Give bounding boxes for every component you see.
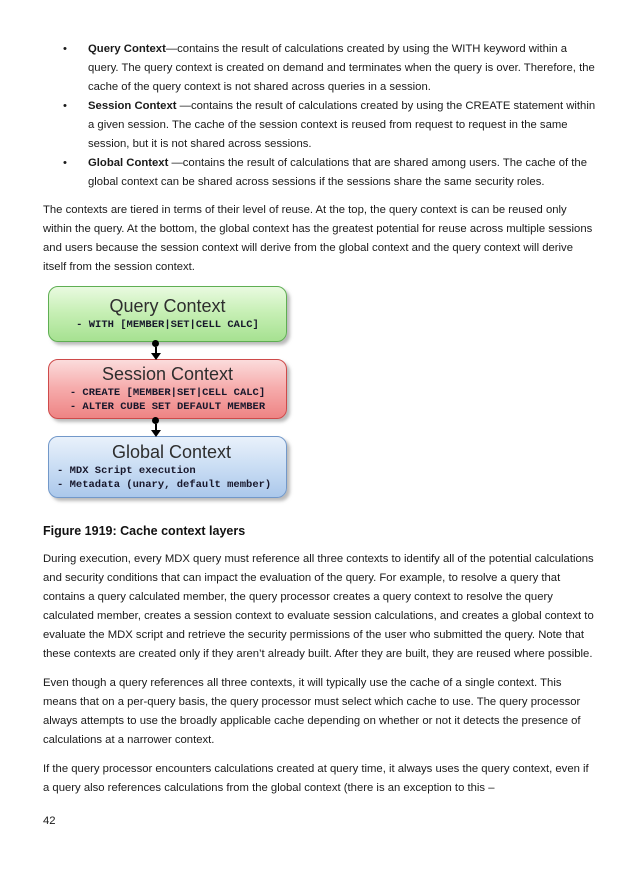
session-context-code-line: - CREATE [MEMBER|SET|CELL CALC] bbox=[69, 387, 266, 399]
bullet-glyph: • bbox=[63, 43, 67, 55]
connector-stem bbox=[154, 424, 157, 430]
paragraph-if-query-processor: If the query processor encounters calcul… bbox=[43, 763, 589, 794]
paragraph-contexts-tiered: The contexts are tiered in terms of thei… bbox=[43, 204, 593, 273]
arrow-down-icon bbox=[150, 430, 161, 437]
page-number: 42 bbox=[43, 815, 56, 827]
session-context-box: Session Context - CREATE [MEMBER|SET|CEL… bbox=[48, 359, 287, 419]
bullet-glyph: • bbox=[63, 157, 67, 169]
bullet-item-query-context: • Query Context—contains the result of ca… bbox=[43, 40, 596, 97]
session-context-code-line: - ALTER CUBE SET DEFAULT MEMBER bbox=[69, 401, 266, 413]
bullet-text: —contains the result of calculations cre… bbox=[88, 100, 596, 150]
global-context-code-line: - MDX Script execution bbox=[57, 465, 196, 477]
bullet-label: Query Context bbox=[88, 43, 166, 55]
connector-arrow bbox=[48, 417, 287, 437]
paragraph-even-though: Even though a query references all three… bbox=[43, 677, 581, 746]
context-bullet-list: •Query Context—contains the result of ca… bbox=[43, 40, 596, 192]
query-context-code-line: - WITH [MEMBER|SET|CELL CALC] bbox=[76, 319, 259, 331]
arrow-down-icon bbox=[150, 353, 161, 360]
query-context-title: Query Context bbox=[109, 296, 226, 316]
connector-arrow bbox=[48, 340, 287, 360]
bullet-label: Session Context bbox=[88, 100, 177, 112]
query-context-box: Query Context - WITH [MEMBER|SET|CELL CA… bbox=[48, 286, 287, 342]
cache-context-diagram: Query Context - WITH [MEMBER|SET|CELL CA… bbox=[48, 286, 287, 498]
paragraph-during-execution: During execution, every MDX query must r… bbox=[43, 553, 594, 660]
global-context-code-line: - Metadata (unary, default member) bbox=[57, 479, 272, 491]
global-context-box: Global Context - MDX Script execution - … bbox=[48, 436, 287, 498]
bullet-item-global-context: • Global Context —contains the result of … bbox=[43, 154, 596, 192]
session-context-title: Session Context bbox=[101, 364, 234, 384]
bullet-label: Global Context bbox=[88, 157, 169, 169]
bullet-glyph: • bbox=[63, 100, 67, 112]
bullet-text: —contains the result of calculations cre… bbox=[88, 43, 595, 93]
global-context-title: Global Context bbox=[111, 442, 232, 462]
connector-stem bbox=[154, 347, 157, 353]
connector-dot bbox=[152, 340, 159, 347]
figure-caption: Figure 1919: Cache context layers bbox=[43, 524, 246, 538]
bullet-item-session-context: • Session Context —contains the result of… bbox=[43, 97, 596, 154]
connector-dot bbox=[152, 417, 159, 424]
bullet-text: —contains the result of calculations tha… bbox=[88, 157, 587, 188]
